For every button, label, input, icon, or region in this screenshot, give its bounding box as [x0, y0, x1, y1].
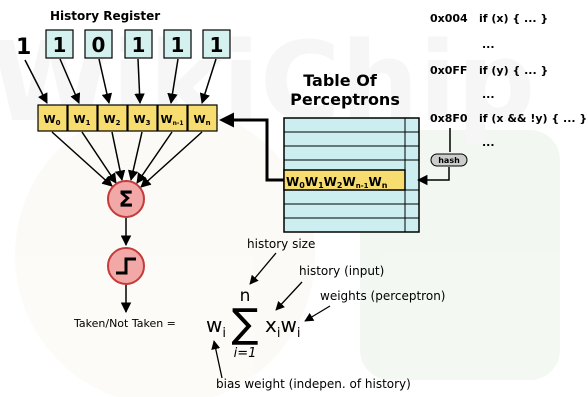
code-address: 0x0FF — [430, 64, 467, 77]
code-ellipsis: ... — [482, 88, 495, 101]
sum-arrows — [51, 131, 203, 188]
step-function-icon — [116, 257, 136, 275]
table-title-line2: Perceptrons — [290, 90, 400, 109]
weights-arrow — [304, 305, 331, 322]
code-address: 0x8F0 — [430, 112, 468, 125]
input-arrows — [24, 58, 217, 105]
annotation-history-input: history (input) — [299, 264, 384, 278]
formula-sigma: ∑ — [232, 301, 259, 347]
history-bit: 0 — [92, 33, 106, 57]
annotation-history-size: history size — [247, 237, 315, 251]
history-bit-box — [124, 29, 153, 59]
hash-block — [430, 153, 468, 167]
weight-label: W3 — [133, 113, 150, 127]
weight-label: Wn-1 — [160, 113, 183, 127]
weight-label: W0 — [43, 113, 60, 127]
history-bit-box — [45, 29, 74, 59]
history-bit: 1 — [53, 33, 67, 57]
weight-box — [157, 104, 188, 132]
weight-label: W2 — [103, 113, 120, 127]
history-bit: 1 — [210, 33, 224, 57]
formula-product: xiwi — [265, 313, 300, 341]
weight-box — [37, 104, 68, 132]
history-bit-box — [84, 29, 113, 59]
weight-label: Wn — [193, 113, 210, 127]
weights-row: W0 W1 W2 W3 Wn-1 Wn — [37, 104, 218, 132]
sum-symbol: Σ — [118, 188, 133, 213]
code-ellipsis: ... — [482, 136, 495, 149]
weight-label: W1 — [73, 113, 90, 127]
hash-to-table-arrow — [416, 167, 450, 186]
hash-label: hash — [438, 156, 460, 165]
history-bit: 1 — [171, 33, 185, 57]
history-register: 1 0 1 1 1 — [45, 29, 231, 59]
history-bit: 1 — [132, 33, 146, 57]
formula-bias-weight: wi — [206, 313, 226, 341]
history-size-arrow — [249, 252, 277, 285]
history-input-arrow — [275, 281, 303, 311]
weight-box — [67, 104, 98, 132]
sum-node — [107, 180, 145, 218]
formula-upper-limit: n — [240, 286, 251, 306]
weight-box — [127, 104, 158, 132]
perceptron-table: W0W1W2Wn-1Wn — [283, 117, 420, 233]
history-register-title: History Register — [50, 9, 160, 23]
table-title-line1: Table Of — [303, 71, 378, 90]
annotation-bias: bias weight (indepen. of history) — [216, 377, 411, 391]
weight-box — [187, 104, 218, 132]
formula-lhs: Taken/Not Taken = — [73, 317, 176, 330]
code-statement: if (y) { ... } — [479, 64, 548, 77]
code-address: 0x004 — [430, 12, 468, 25]
table-to-weights-arrow — [219, 112, 284, 182]
history-bit-box — [163, 29, 192, 59]
bias-arrow — [211, 340, 223, 379]
code-listing: 0x004 if (x) { ... } ... 0x0FF if (y) { … — [430, 12, 587, 149]
code-statement: if (x && !y) { ... } — [479, 112, 587, 125]
formula-lower-limit: i=1 — [234, 346, 257, 361]
code-ellipsis: ... — [482, 38, 495, 51]
code-statement: if (x) { ... } — [479, 12, 548, 25]
current-history-bit: 1 — [16, 35, 31, 60]
history-bit-box — [202, 29, 231, 59]
annotation-weights: weights (perceptron) — [320, 289, 445, 303]
formula: Taken/Not Taken = wi n ∑ i=1 xiwi — [73, 286, 300, 361]
selected-perceptron-weights: W0W1W2Wn-1Wn — [286, 175, 388, 190]
weight-box — [97, 104, 128, 132]
